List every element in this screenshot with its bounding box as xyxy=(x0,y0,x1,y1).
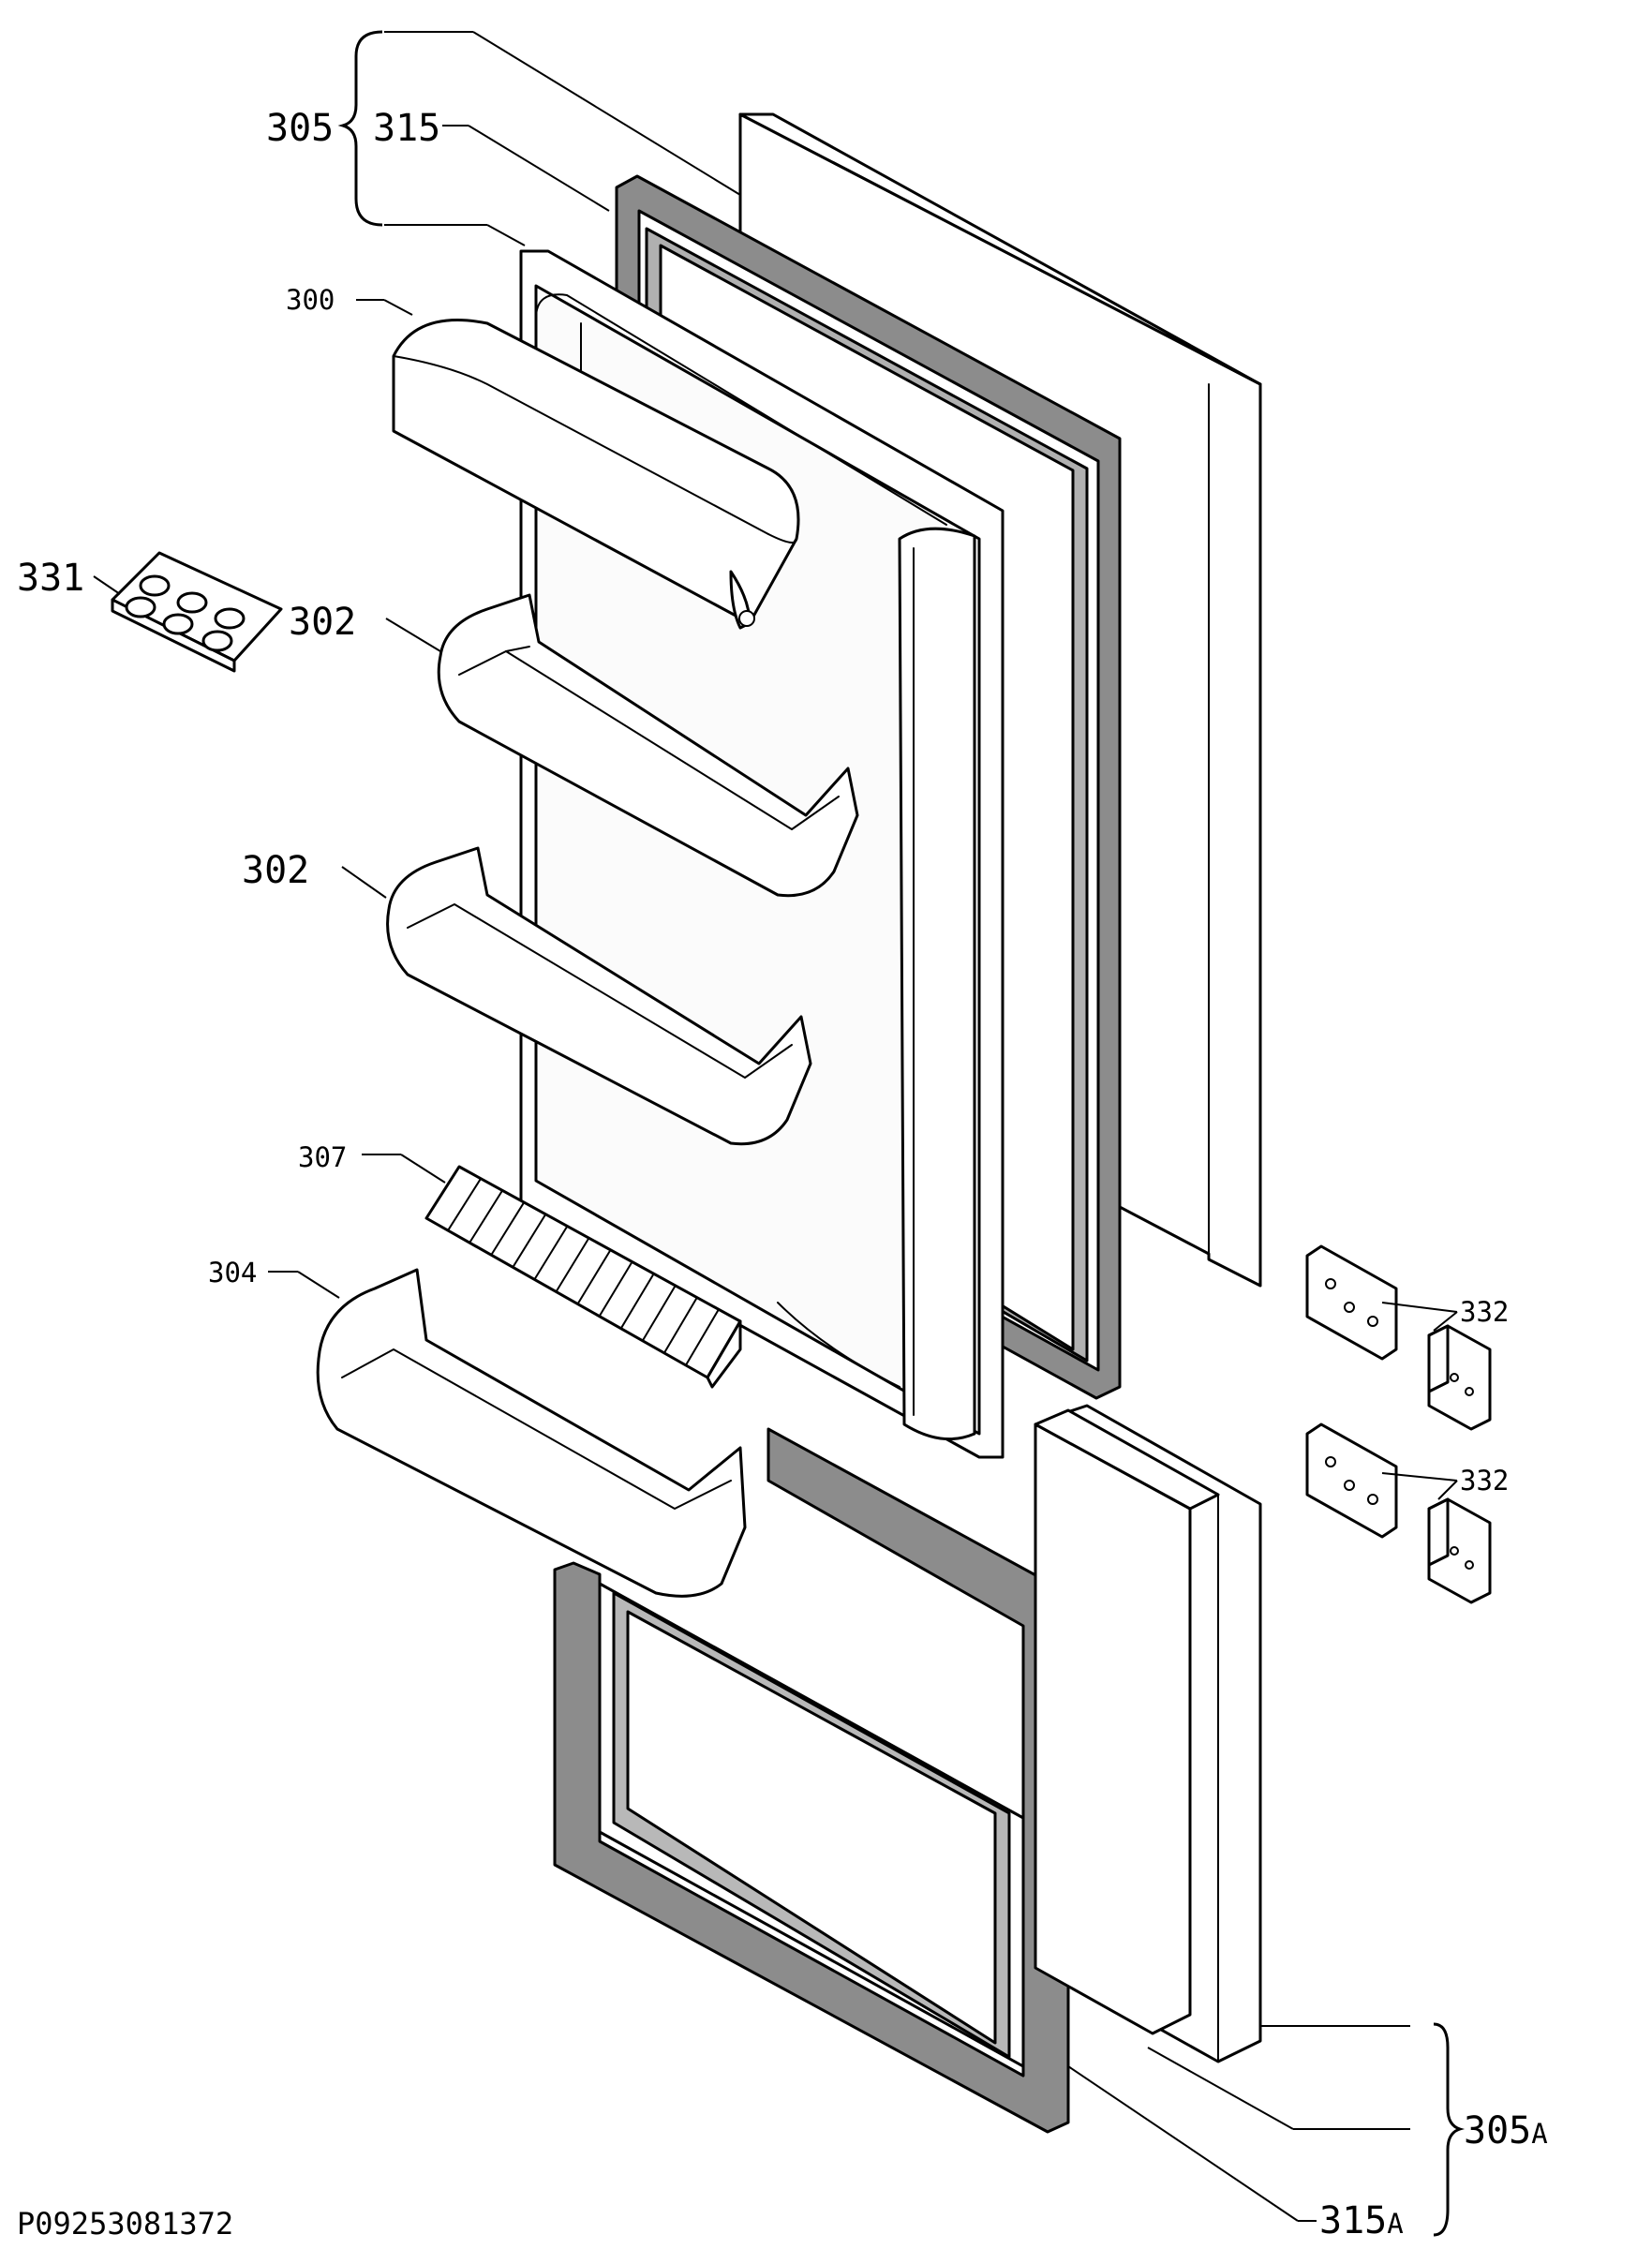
label-332-upper: 332 xyxy=(1460,1296,1509,1328)
lower-door-panel xyxy=(1034,1404,1262,2063)
lower-door-gasket xyxy=(553,1427,1070,2134)
grille-rib xyxy=(555,1237,590,1293)
grille-rib xyxy=(576,1248,612,1305)
label-307: 307 xyxy=(298,1141,347,1173)
hinge-bracket-lower xyxy=(1305,1422,1492,1604)
label-305a: 305A xyxy=(1464,2109,1548,2152)
grille-rib xyxy=(490,1201,526,1257)
label-302-lower: 302 xyxy=(242,849,309,892)
grille-rib xyxy=(662,1296,698,1354)
grille-rib xyxy=(684,1308,720,1366)
label-315: 315 xyxy=(373,107,440,150)
label-304: 304 xyxy=(208,1257,257,1288)
grille-rib xyxy=(641,1284,677,1342)
label-300: 300 xyxy=(286,284,335,316)
label-332-lower: 332 xyxy=(1460,1465,1509,1497)
label-305: 305 xyxy=(266,107,334,150)
label-331: 331 xyxy=(17,557,84,600)
grille-rib xyxy=(447,1177,483,1232)
grille-rib xyxy=(598,1260,633,1318)
grille-rib xyxy=(469,1189,504,1244)
dairy-compartment-cover xyxy=(392,319,800,630)
grille-rib xyxy=(512,1213,547,1269)
document-id: P09253081372 xyxy=(17,2206,233,2242)
door-shelf-lower xyxy=(386,846,812,1146)
label-302-upper: 302 xyxy=(289,601,356,644)
door-shelf-upper xyxy=(437,593,859,898)
part-labels: 305 315 300 331 302 302 307 304 332 332 … xyxy=(17,107,1548,2242)
leader-lines xyxy=(93,30,1466,2237)
shelf-grille-flap xyxy=(424,1165,742,1389)
grille-ribs xyxy=(447,1177,720,1366)
grille-rib xyxy=(619,1273,655,1330)
bottle-shelf xyxy=(316,1268,747,1598)
label-315a: 315A xyxy=(1319,2199,1404,2242)
hinge-bracket-upper xyxy=(1305,1244,1492,1431)
egg-tray xyxy=(111,551,283,673)
grille-rib xyxy=(533,1225,569,1281)
